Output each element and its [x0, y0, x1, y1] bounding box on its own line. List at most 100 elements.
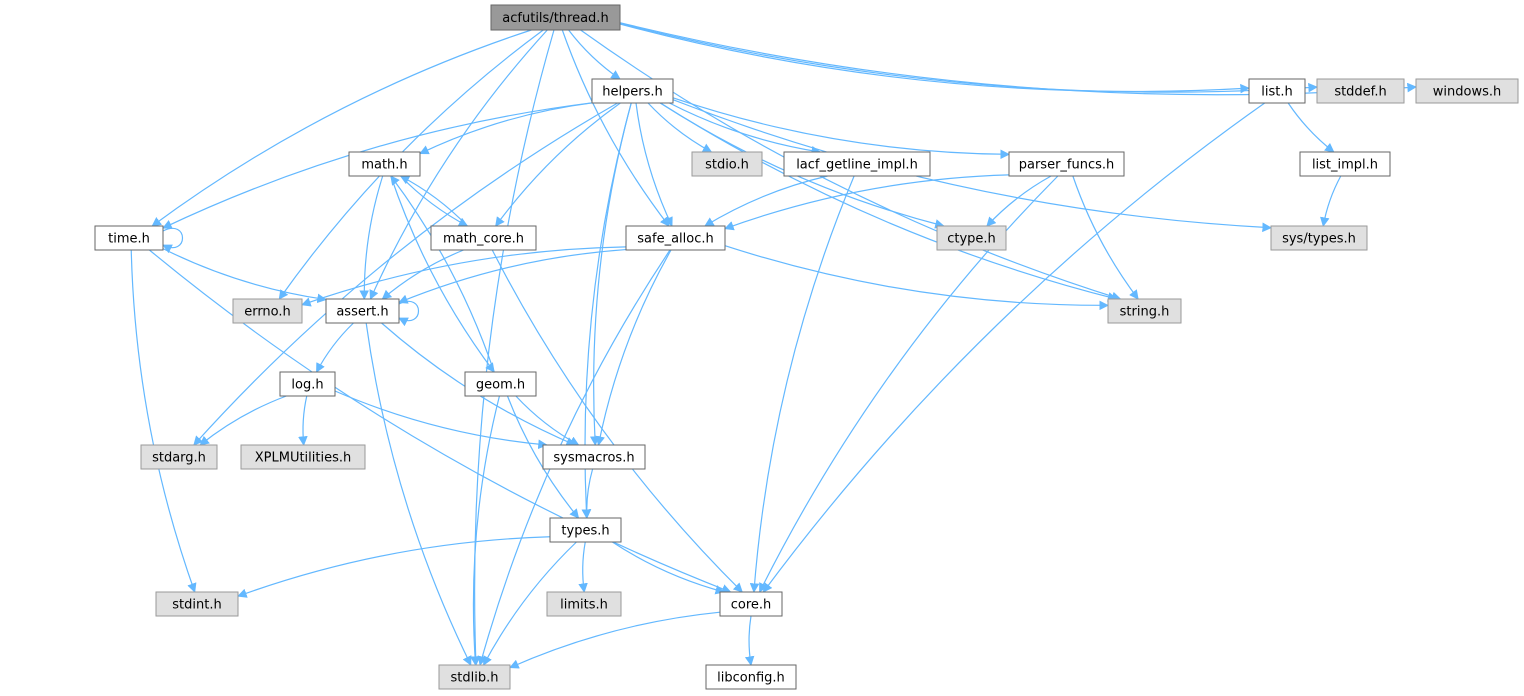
node-box	[490, 4, 621, 31]
edge-safe_alloc-to-errno	[301, 246, 627, 307]
edge-log-to-xplm	[298, 395, 308, 446]
node-label: core.h	[731, 598, 772, 613]
node-label: limits.h	[560, 598, 608, 613]
node-box	[936, 225, 1007, 251]
edge-sysmacros-to-types	[581, 468, 594, 519]
node-label: ctype.h	[947, 232, 996, 247]
edge-types-to-stdlib	[483, 541, 577, 666]
node-stdlib: stdlib.h	[438, 664, 511, 690]
edge-time-to-stdint	[130, 249, 197, 593]
node-label: stdarg.h	[152, 451, 206, 466]
edge-assert-to-log	[316, 322, 354, 373]
edge-helpers-to-stdio	[647, 102, 713, 153]
node-sysmacros[interactable]: sysmacros.h	[542, 444, 646, 470]
node-list[interactable]: list.h	[1248, 78, 1306, 104]
edge-parser-to-ctype	[986, 175, 1052, 227]
node-box	[705, 664, 797, 690]
node-libconfig[interactable]: libconfig.h	[705, 664, 797, 690]
node-xplm: XPLMUtilities.h	[240, 444, 366, 470]
node-label: lacf_getline_impl.h	[796, 158, 918, 173]
node-safe-alloc[interactable]: safe_alloc.h	[625, 225, 726, 251]
node-math[interactable]: math.h	[348, 151, 421, 177]
edge-math_core-to-assert	[381, 249, 464, 300]
node-list-impl[interactable]: list_impl.h	[1299, 151, 1391, 177]
node-box	[591, 78, 674, 104]
node-assert[interactable]: assert.h	[325, 298, 400, 324]
node-box	[348, 151, 421, 177]
node-box	[1008, 151, 1125, 177]
node-time[interactable]: time.h	[94, 225, 164, 251]
node-geom[interactable]: geom.h	[464, 371, 537, 397]
node-box	[1415, 78, 1519, 104]
edge-geom-to-sysmacros	[515, 395, 580, 446]
node-limits: limits.h	[546, 591, 622, 617]
node-core[interactable]: core.h	[719, 591, 783, 617]
node-box	[430, 225, 537, 251]
edge-thread-to-safe_alloc	[561, 29, 670, 227]
node-box	[546, 591, 622, 617]
node-stddef: stddef.h	[1316, 78, 1405, 104]
node-label: stdlib.h	[451, 671, 499, 686]
node-box	[1248, 78, 1306, 104]
node-box	[691, 151, 763, 177]
node-box	[1316, 78, 1405, 104]
node-box	[155, 591, 239, 617]
node-stdio: stdio.h	[691, 151, 763, 177]
node-box	[140, 444, 218, 470]
node-box	[625, 225, 726, 251]
node-label: windows.h	[1433, 85, 1501, 100]
node-box	[1270, 225, 1368, 251]
edge-math_core-to-core	[491, 249, 743, 593]
node-label: math_core.h	[443, 232, 524, 247]
edge-helpers-to-safe_alloc	[635, 102, 673, 227]
edge-helpers-to-lacf	[669, 102, 822, 156]
node-box	[1107, 298, 1182, 324]
edge-safe_alloc-to-sysmacros	[595, 249, 672, 446]
edge-helpers-to-parser	[672, 97, 1010, 160]
node-box	[549, 517, 622, 543]
node-ctype: ctype.h	[936, 225, 1007, 251]
node-label: math.h	[361, 158, 407, 173]
node-box	[719, 591, 783, 617]
node-types[interactable]: types.h	[549, 517, 622, 543]
node-box	[279, 371, 336, 397]
edge-math-to-geom	[390, 175, 495, 373]
node-box	[94, 225, 164, 251]
edge-types-to-limits	[578, 541, 588, 593]
node-label: list.h	[1261, 85, 1292, 100]
node-math-core[interactable]: math_core.h	[430, 225, 537, 251]
edge-helpers-to-math_core	[495, 102, 621, 227]
node-box	[464, 371, 537, 397]
node-helpers[interactable]: helpers.h	[591, 78, 674, 104]
node-label: geom.h	[476, 378, 525, 393]
node-lacf[interactable]: lacf_getline_impl.h	[783, 151, 931, 177]
node-label: helpers.h	[602, 85, 663, 100]
edge-thread-to-stddef	[619, 22, 1318, 93]
edge-log-to-stdarg	[199, 395, 287, 446]
edge-geom-to-stdlib	[470, 395, 501, 666]
edge-time-to-assert	[162, 248, 327, 304]
edge-core-to-libconfig	[744, 615, 755, 666]
edge-thread-to-string	[580, 29, 1122, 301]
edge-helpers-to-systypes	[672, 99, 1272, 233]
node-label: log.h	[291, 378, 323, 393]
edge-list-to-core	[762, 102, 1266, 593]
node-thread[interactable]: acfutils/thread.h	[490, 4, 621, 31]
node-box	[1299, 151, 1391, 177]
edge-helpers-to-time	[162, 102, 593, 229]
node-box	[542, 444, 646, 470]
edge-thread-to-helpers	[568, 29, 621, 80]
node-label: XPLMUtilities.h	[255, 451, 352, 466]
node-log[interactable]: log.h	[279, 371, 336, 397]
node-box	[783, 151, 931, 177]
node-label: assert.h	[336, 305, 388, 320]
edge-log-to-sysmacros	[334, 390, 548, 449]
node-label: parser_funcs.h	[1019, 158, 1115, 173]
header-nodes: acfutils/thread.h helpers.h list.h stddef.h…	[94, 4, 1519, 690]
node-label: sysmacros.h	[553, 451, 634, 466]
edge-helpers-to-string	[660, 102, 1118, 302]
node-parser[interactable]: parser_funcs.h	[1008, 151, 1125, 177]
node-errno: errno.h	[232, 298, 303, 324]
edge-lacf-to-core	[749, 175, 855, 593]
